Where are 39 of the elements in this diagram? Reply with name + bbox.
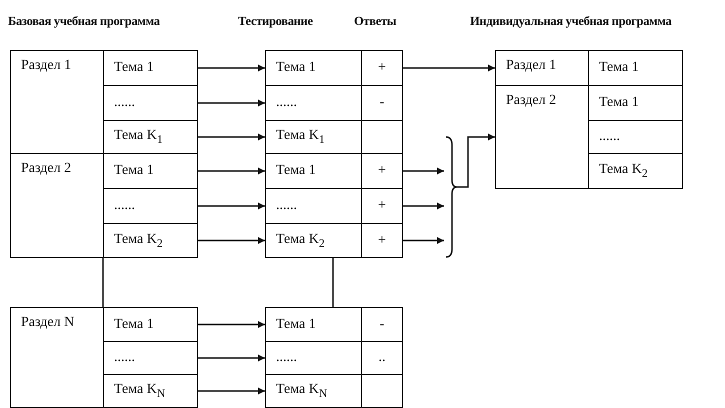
column-heading: Индивидуальная учебная программа — [470, 14, 672, 29]
arrow — [198, 202, 265, 210]
answer-cell: + — [361, 50, 403, 86]
topic-cell: Тема K$_{2}$ — [103, 223, 198, 258]
section-cell: Раздел 2 — [495, 85, 589, 189]
answer-cell: - — [361, 307, 403, 342]
column-heading: Ответы — [354, 14, 396, 29]
arrow — [403, 64, 495, 72]
arrow — [403, 237, 444, 244]
arrow — [198, 168, 265, 174]
arrow — [403, 202, 444, 210]
topic-cell: Тема 1 — [265, 307, 362, 342]
topic-cell: Тема K$_{2}$ — [588, 153, 683, 189]
arrow — [198, 321, 265, 328]
answer-cell: + — [361, 223, 403, 258]
connector-line — [332, 258, 334, 307]
topic-cell: Тема 1 — [103, 50, 198, 86]
topic-cell: Тема 1 — [265, 50, 362, 86]
topic-cell: Тема K$_{N}$ — [265, 374, 362, 408]
arrow — [457, 134, 495, 188]
arrow — [198, 354, 265, 362]
topic-cell: Тема K$_{N}$ — [103, 374, 198, 408]
section-cell: Раздел 1 — [10, 50, 104, 154]
arrow — [403, 168, 444, 174]
topic-cell: Тема 1 — [103, 307, 198, 342]
arrow — [198, 388, 265, 394]
connector-line — [102, 258, 104, 307]
section-cell: Раздел 1 — [495, 50, 589, 86]
column-heading: Тестирование — [238, 14, 313, 29]
answer-cell — [361, 374, 403, 408]
topic-cell: Тема K$_{2}$ — [265, 223, 362, 258]
column-heading: Базовая учебная программа — [8, 14, 160, 29]
arrow — [198, 134, 265, 140]
arrow — [198, 64, 265, 72]
section-cell: Раздел 2 — [10, 153, 104, 258]
arrow — [198, 100, 265, 106]
topic-cell: Тема 1 — [588, 50, 683, 86]
section-cell: Раздел N — [10, 307, 104, 408]
arrow — [198, 237, 265, 244]
